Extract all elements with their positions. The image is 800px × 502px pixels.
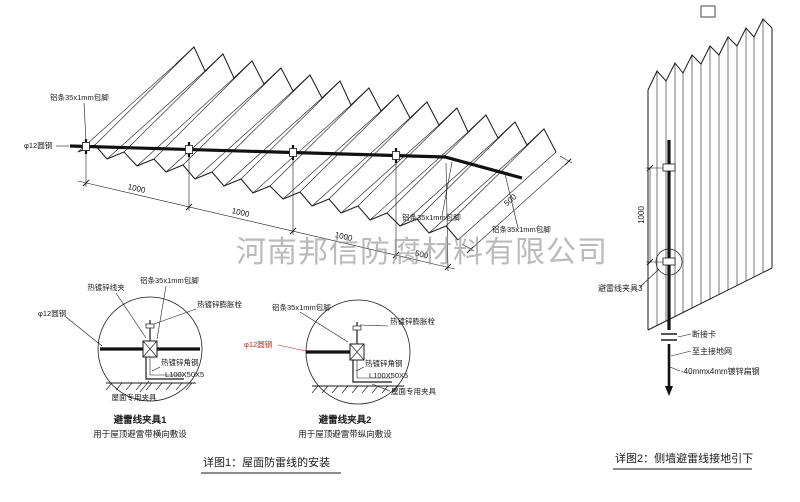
dim-extension-right: [461, 155, 573, 252]
detail-2-angle-steel: [352, 360, 392, 383]
detail-1-angle-steel: [145, 357, 184, 380]
wall-clamp-upper: [662, 163, 676, 172]
roof-strip-leader-top: [83, 102, 87, 142]
roof-ridge-lines: [94, 46, 545, 227]
company-watermark: 河南邦信防腐材料有限公司: [236, 235, 608, 270]
ground-arrowhead: [665, 386, 673, 396]
detail-1-angle-spec-label: L100X50X5: [165, 370, 204, 379]
detail-1-angle-steel-inner: [149, 357, 184, 376]
detail-2-title: 避雷线夹具2: [319, 414, 372, 426]
dim-ticks-front: [82, 179, 452, 271]
flat-steel-label: -40mmx4mm镀锌扁钢: [681, 366, 760, 376]
detail-2-fixture-label: 屋面专用夹具: [391, 386, 436, 396]
wall-clamp-leader: [639, 268, 660, 288]
detail-1-subtitle: 用于屋顶避雷带横向敷设: [93, 429, 187, 439]
ground-leader: [670, 350, 692, 357]
disconnect-label: 断接卡: [692, 329, 716, 339]
dim-line-right: [469, 161, 569, 251]
detail-2-rod-label: φ12圆钢: [244, 339, 272, 349]
detail-1-title: 避雷线夹具1: [114, 414, 168, 426]
dim-label-2: 1000: [231, 206, 251, 219]
dim-label-slope: 500: [502, 192, 518, 208]
detail-1-hatch: [105, 382, 193, 391]
wall-clamp-label: 避雷线夹具3: [598, 283, 643, 293]
roof-labels: 铝条35x1mm包脚 φ12圆钢 铝条35x1mm包脚 铝条35x1mm包脚: [24, 92, 551, 234]
wire-clamp-2: [185, 145, 193, 154]
detail-2-angle-spec-label: L100X50X5: [369, 371, 408, 380]
detail-2-clamp-cross: [349, 343, 365, 361]
detail-2-bolt-label: 热镀锌膨胀栓: [390, 316, 435, 326]
detail-1-clip-label: 热镀锌线夹: [87, 282, 125, 292]
detail-1-bolt-label: 热镀锌膨胀栓: [197, 299, 242, 309]
roof-lightning-wire: [69, 144, 523, 180]
dim-extension-lines: [85, 153, 449, 272]
flat-steel-leader: [669, 366, 681, 372]
dim-line-front: [77, 180, 456, 270]
detail-2-angle-steel-inner: [356, 360, 392, 379]
detail-1-angle-label: 热镀锌角钢: [161, 357, 199, 367]
wire-clamp-3: [289, 148, 297, 157]
detail-1-nut: [145, 323, 155, 329]
detail-2-clamp: 铝条35x1mm包脚 热镀锌膨胀栓 φ12圆钢 热镀锌角钢 L100X50X5 …: [244, 299, 436, 439]
wall-dim-extensions: [646, 167, 663, 263]
ground-label: 至主接地网: [692, 346, 732, 356]
wall-dim-label: 1000: [637, 206, 646, 224]
detail-2-strip-label: 铝条35x1mm包脚: [272, 302, 331, 312]
roof-front-zigzag-edge: [77, 144, 459, 241]
detail-1-rod-label: φ12圆钢: [38, 308, 66, 318]
wall-corrugation-lines: [656, 19, 764, 325]
roof-back-zigzag-edge: [175, 46, 557, 153]
detail-1-clamp-cross: [142, 340, 158, 358]
dim-ticks-right: [466, 158, 572, 254]
dim-label-3: 1000: [334, 230, 354, 243]
roof-strip-leader-right: [441, 161, 453, 217]
wall-clamp-lower: [662, 257, 676, 266]
wire-clamp-4: [392, 151, 400, 160]
detail-2-nut: [352, 325, 362, 331]
wire-clamp-1: [82, 142, 90, 151]
roof-isometric: [69, 46, 557, 241]
roof-strip-label-far-right: 铝条35x1mm包脚: [492, 224, 551, 234]
detail-2-leaders: [299, 311, 391, 392]
side-wall-drawing: 1000 避雷线夹具3 断接卡 至主接地网 -40mmx4mm镀锌扁钢: [598, 5, 773, 396]
detail-1-clamp: 热镀锌线夹 铝条35x1mm包脚 热镀锌膨胀栓 φ12圆钢 热镀锌角钢 L100…: [38, 275, 242, 439]
detail-1-circle: [97, 296, 203, 402]
wall-grid-marker-box: [700, 5, 716, 18]
detail-2-hatch: [311, 385, 399, 394]
dim-label-4: 500: [414, 249, 430, 261]
wall-dim-ticks: [646, 164, 654, 266]
detail-1-strip-label: 铝条35x1mm包脚: [140, 275, 199, 285]
caption-fig1: 详图1：屋面防雷线的安装: [203, 455, 330, 469]
roof-rod-label: φ12圆钢: [24, 140, 52, 150]
detail-1-leaders: [65, 285, 197, 393]
detail-2-rod-leader: [277, 344, 307, 352]
roof-strip-label-right: 铝条35x1mm包脚: [402, 212, 461, 222]
detail-1-fixture-label: 屋面专用夹具: [112, 392, 157, 402]
figure-captions: 详图1：屋面防雷线的安装 详图2：侧墙避雷线接地引下: [201, 451, 753, 474]
disconnect-card-symbol: [661, 333, 677, 341]
detail-2-angle-label: 热镀锌角钢: [365, 358, 403, 368]
roof-strip-leader-far-right: [504, 173, 519, 229]
dim-label-1: 1000: [127, 182, 147, 195]
detail-2-subtitle: 用于屋顶避雷带纵向敷设: [298, 429, 392, 439]
disconnect-leader: [677, 333, 692, 338]
roof-strip-label-top: 铝条35x1mm包脚: [50, 92, 109, 102]
caption-fig2: 详图2：侧墙避雷线接地引下: [615, 451, 753, 465]
